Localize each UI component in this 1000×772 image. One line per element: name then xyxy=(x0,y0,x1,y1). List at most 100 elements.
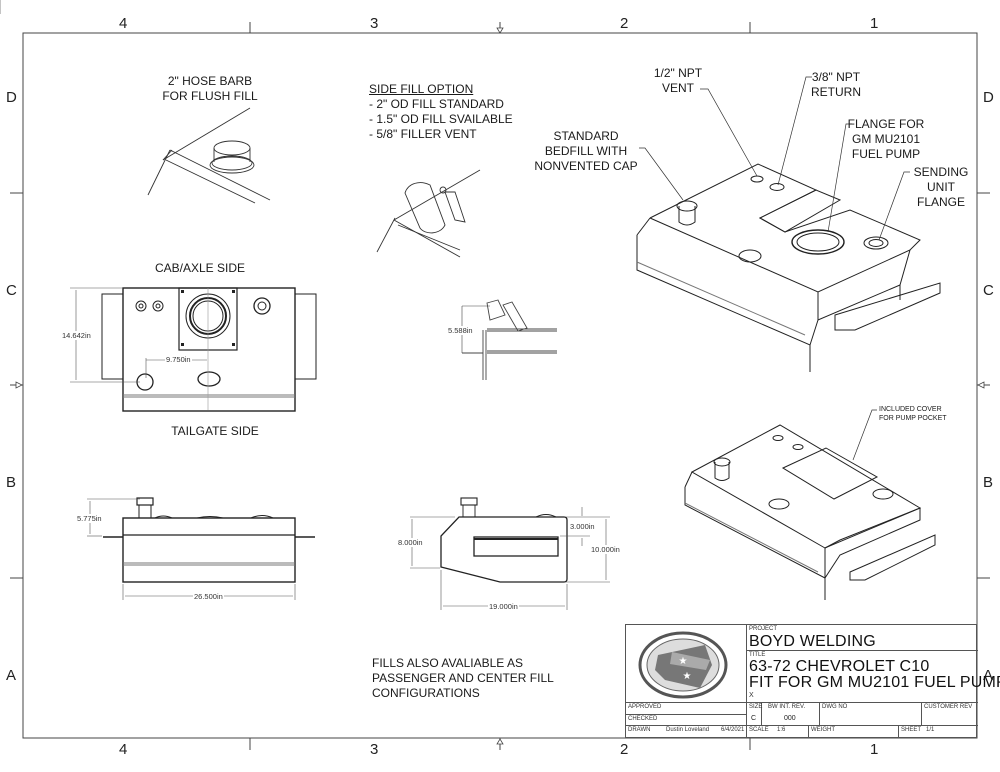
dim-top-view-offset: 9.750in xyxy=(165,355,192,364)
title-line-1: 63-72 CHEVROLET C10 xyxy=(749,658,930,675)
size-cell: SIZE C xyxy=(747,703,762,726)
side-view xyxy=(440,497,568,583)
leader-line-cover xyxy=(852,409,877,461)
company-logo: ★ ★ xyxy=(638,631,728,699)
note-line: FOR FLUSH FILL xyxy=(162,89,258,103)
weight-label: WEIGHT xyxy=(811,727,835,733)
flange-callout: FLANGE FOR GM MU2101 FUEL PUMP xyxy=(846,117,926,162)
side-fill-note: SIDE FILL OPTION - 2" OD FILL STANDARD -… xyxy=(369,82,513,142)
sheet-cell: SHEET 1/1 xyxy=(899,726,978,738)
side-fill-section xyxy=(461,299,557,380)
bedfill-callout: STANDARD BEDFILL WITH NONVENTED CAP xyxy=(531,129,641,174)
hose-barb-note: 2" HOSE BARB FOR FLUSH FILL xyxy=(150,74,270,104)
title-line-2: FIT FOR GM MU2101 FUEL PUMP xyxy=(749,674,1000,691)
title-block: PROJECT BOYD WELDING TITLE 63-72 CHEVROL… xyxy=(625,624,1000,738)
title-suffix: X xyxy=(749,692,754,699)
zone-bottom-1: 1 xyxy=(870,741,879,758)
side-fill-sketch xyxy=(376,169,481,258)
sheet-label: SHEET xyxy=(901,727,922,733)
customer-rev-label: CUSTOMER REV xyxy=(924,704,973,710)
note-line: STANDARD xyxy=(553,129,619,143)
checked-cell: CHECKED xyxy=(626,715,747,726)
note-line: 3/8" NPT xyxy=(811,70,861,84)
scale-cell: SCALE 1:6 xyxy=(747,726,809,738)
project-cell: PROJECT BOYD WELDING xyxy=(747,625,978,651)
drawn-cell: DRAWN Dustin Loveland 6/4/2021 xyxy=(626,726,747,738)
dim-front-view-width: 26.500in xyxy=(193,592,224,601)
note-line: VENT xyxy=(661,81,694,95)
zone-bottom-3: 3 xyxy=(370,741,379,758)
title-cell: TITLE 63-72 CHEVROLET C10 FIT FOR GM MU2… xyxy=(747,651,1000,703)
rev-value: 000 xyxy=(784,715,796,722)
approved-label: APPROVED xyxy=(628,704,662,710)
sheet-value: 1/1 xyxy=(926,727,935,733)
approved-cell: APPROVED xyxy=(626,703,747,715)
drawn-date: 6/4/2021 xyxy=(721,727,745,733)
vent-callout: 1/2" NPT VENT xyxy=(648,66,708,96)
dwg-no-cell: DWG NO xyxy=(820,703,922,726)
drawn-label: DRAWN xyxy=(628,727,651,733)
zone-left-a: A xyxy=(6,667,17,684)
scale-label: SCALE xyxy=(749,727,769,733)
note-line: FLANGE FOR xyxy=(847,117,925,131)
note-line: FILLS ALSO AVALIABLE AS xyxy=(372,656,523,670)
top-view-bolts xyxy=(181,290,235,346)
note-line: UNIT xyxy=(927,180,955,194)
weight-cell: WEIGHT xyxy=(809,726,899,738)
zone-top-3: 3 xyxy=(370,15,379,32)
note-line: SENDING xyxy=(913,165,969,179)
front-view xyxy=(87,497,315,600)
note-line: NONVENTED CAP xyxy=(534,159,638,173)
dim-top-view-height: 14.642in xyxy=(61,331,92,340)
rev-label: BW INT. REV. xyxy=(768,704,806,710)
dim-side-view-pocket: 3.000in xyxy=(569,522,596,531)
zone-right-c: C xyxy=(983,282,994,299)
note-line: INCLUDED COVER xyxy=(879,406,942,413)
zone-left-b: B xyxy=(6,474,17,491)
leader-lines-main xyxy=(639,76,910,241)
drawn-by: Dustin Loveland xyxy=(666,727,710,733)
zone-top-1: 1 xyxy=(870,15,879,32)
side-fill-item: - 5/8" FILLER VENT xyxy=(369,127,477,141)
dim-side-fill-height: 5.588in xyxy=(447,326,474,335)
svg-text:★: ★ xyxy=(679,656,688,667)
project-name: BOYD WELDING xyxy=(749,633,876,650)
zone-top-2: 2 xyxy=(620,15,629,32)
dwg-no-label: DWG NO xyxy=(822,704,848,710)
cab-axle-side-label: CAB/AXLE SIDE xyxy=(154,261,246,275)
note-line: 1/2" NPT xyxy=(653,66,703,80)
zone-bottom-4: 4 xyxy=(119,741,128,758)
note-line: GM MU2101 xyxy=(851,132,921,146)
iso-view-main xyxy=(636,163,941,372)
hose-barb-detail xyxy=(147,107,271,204)
dim-side-view-height: 10.000in xyxy=(590,545,621,554)
sending-unit-callout: SENDING UNIT FLANGE xyxy=(906,165,976,210)
zone-right-b: B xyxy=(983,474,994,491)
zone-right-a: A xyxy=(983,667,994,684)
zone-right-d: D xyxy=(983,89,994,106)
note-line: RETURN xyxy=(811,85,861,99)
dim-side-view-front-height: 8.000in xyxy=(397,538,424,547)
note-line: FUEL PUMP xyxy=(851,147,921,161)
scale-value: 1:6 xyxy=(777,727,786,733)
side-fill-item: - 2" OD FILL STANDARD xyxy=(369,97,504,111)
dim-front-view-height: 5.775in xyxy=(76,514,103,523)
svg-text:★: ★ xyxy=(683,671,692,682)
note-line: BEDFILL WITH xyxy=(544,144,628,158)
zone-left-c: C xyxy=(6,282,17,299)
return-callout: 3/8" NPT RETURN xyxy=(806,70,866,100)
side-fill-item: - 1.5" OD FILL SVAILABLE xyxy=(369,112,513,126)
note-line: CONFIGURATIONS xyxy=(372,686,480,700)
rev-cell: BW INT. REV. 000 xyxy=(762,703,820,726)
note-line: 2" HOSE BARB xyxy=(167,74,253,88)
logo-cell xyxy=(626,625,747,703)
checked-label: CHECKED xyxy=(628,716,658,722)
note-line: FOR PUMP POCKET xyxy=(879,415,947,422)
zone-left-d: D xyxy=(6,89,17,106)
zone-top-4: 4 xyxy=(119,15,128,32)
tailgate-side-label: TAILGATE SIDE xyxy=(171,424,259,438)
title-label: TITLE xyxy=(749,652,766,658)
top-view xyxy=(70,287,317,412)
size-label: SIZE xyxy=(749,704,763,710)
